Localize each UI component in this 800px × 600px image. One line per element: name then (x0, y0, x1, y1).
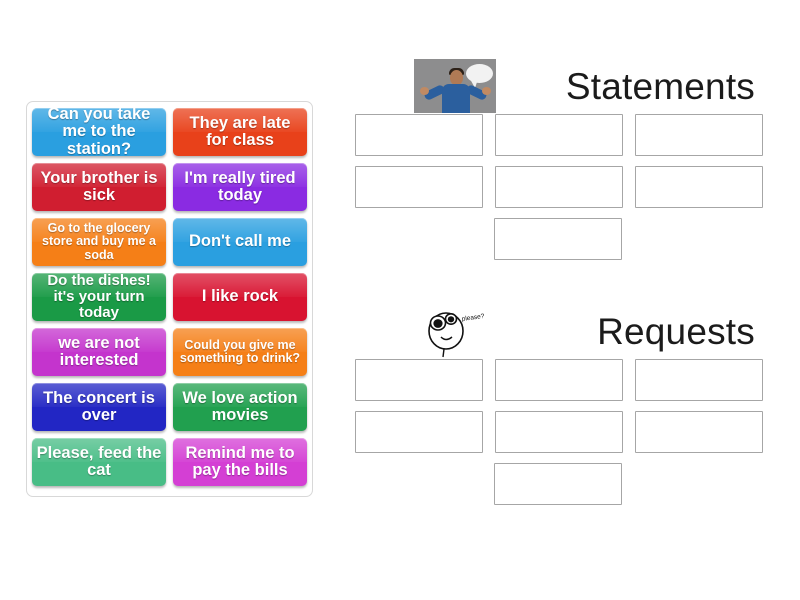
please-doodle-icon: please? (414, 304, 496, 358)
answer-tile-label: Please, feed the cat (36, 443, 162, 479)
group-requests-header: please? Requests (355, 303, 765, 359)
answer-tile-tray: Can you take me to the station? They are … (26, 101, 313, 497)
dropzone[interactable] (495, 114, 623, 156)
dropzone[interactable] (355, 359, 483, 401)
tile-grid: Can you take me to the station? They are … (32, 108, 307, 490)
answer-tile[interactable]: Can you take me to the station? (32, 108, 166, 156)
dropzone[interactable] (635, 166, 763, 208)
dropzone[interactable] (635, 411, 763, 453)
dropzone[interactable] (635, 359, 763, 401)
group-requests-title: Requests (597, 310, 755, 352)
dropzone[interactable] (355, 411, 483, 453)
speaking-person-photo-icon (414, 59, 496, 113)
group-statements-title: Statements (565, 65, 755, 107)
answer-tile[interactable]: Don't call me (173, 218, 307, 266)
answer-tile-label: They are late for class (189, 113, 291, 149)
answer-tile-label: Do the dishes! it's your turn today (47, 273, 151, 321)
answer-tile[interactable]: Do the dishes! it's your turn today (32, 273, 166, 321)
dropzone[interactable] (495, 166, 623, 208)
dropzone[interactable] (494, 463, 622, 505)
dropzone[interactable] (495, 359, 623, 401)
answer-tile-label: Your brother is sick (40, 168, 158, 204)
answer-tile[interactable]: I'm really tired today (173, 163, 307, 211)
dropzone[interactable] (355, 114, 483, 156)
answer-tile[interactable]: Please, feed the cat (32, 438, 166, 486)
answer-tile-label: The concert is over (43, 388, 155, 424)
answer-tile[interactable]: Your brother is sick (32, 163, 166, 211)
answer-tile[interactable]: Could you give me something to drink? (173, 328, 307, 376)
group-statements-header: Statements (355, 58, 765, 114)
answer-tile[interactable]: Remind me to pay the bills (173, 438, 307, 486)
answer-tile[interactable]: Go to the glocery store and buy me a sod… (32, 218, 166, 266)
answer-tile-label: Don't call me (188, 232, 292, 251)
answer-tile[interactable]: They are late for class (173, 108, 307, 156)
answer-tile-label: Remind me to pay the bills (185, 443, 295, 479)
group-statements: Statements (355, 58, 765, 260)
dropzone[interactable] (355, 166, 483, 208)
answer-tile-label: I'm really tired today (184, 168, 296, 204)
dropzone[interactable] (495, 411, 623, 453)
group-requests: please? Requests (355, 303, 765, 505)
group-statements-dropzones (355, 114, 765, 260)
answer-tile[interactable]: The concert is over (32, 383, 166, 431)
answer-tile[interactable]: we are not interested (32, 328, 166, 376)
group-requests-dropzones (355, 359, 765, 505)
answer-tile-label: Could you give me something to drink? (179, 337, 301, 365)
answer-tile-label: Go to the glocery store and buy me a sod… (42, 221, 156, 262)
answer-tile-label: I like rock (201, 287, 279, 306)
answer-tile-label: Can you take me to the station? (47, 108, 151, 156)
answer-tile-label: we are not interested (58, 333, 140, 369)
answer-tile[interactable]: We love action movies (173, 383, 307, 431)
dropzone[interactable] (494, 218, 622, 260)
answer-tile-label: We love action movies (182, 388, 298, 424)
dropzone[interactable] (635, 114, 763, 156)
please-doodle-caption: please? (461, 313, 485, 323)
answer-tile[interactable]: I like rock (173, 273, 307, 321)
